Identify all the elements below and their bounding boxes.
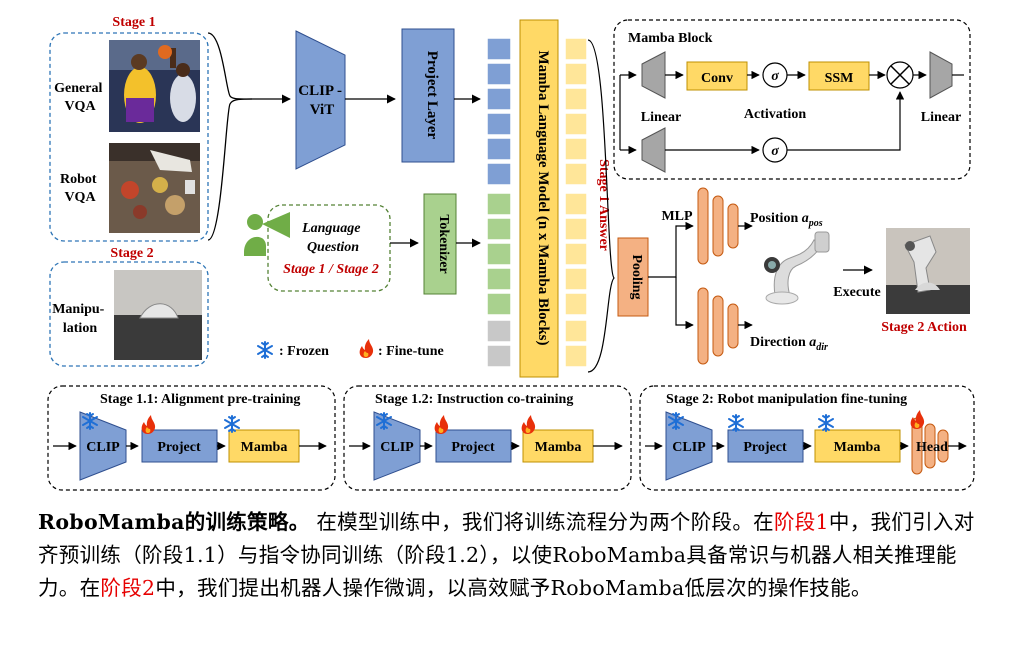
- ssm-block: [808, 61, 870, 91]
- brace-bottom: [207, 98, 253, 241]
- finetune-legend: : Fine-tune: [378, 344, 444, 359]
- svg-text:Project: Project: [743, 440, 787, 455]
- project-layer-label: Project Layer: [424, 51, 440, 140]
- stage-2-head-label: Head: [916, 440, 948, 455]
- general-vqa-label: General VQA: [54, 81, 106, 114]
- svg-text:σ: σ: [771, 144, 779, 159]
- stage-2-clip: [665, 411, 713, 481]
- stage-2-project-frozen-icon: [728, 414, 744, 432]
- svg-text:CLIP: CLIP: [380, 440, 414, 455]
- stage-1-1-clip: [79, 411, 127, 481]
- conv-block: [686, 61, 748, 91]
- svg-text:CLIP: CLIP: [86, 440, 120, 455]
- execution-image: [886, 228, 970, 314]
- project-layer: [401, 28, 455, 163]
- activation-label: Activation: [744, 107, 806, 122]
- linear-left-upper: [641, 51, 666, 99]
- stage1-label: Stage 1: [112, 15, 155, 30]
- stage-1-2-title: Stage 1.2: Instruction co-training: [375, 392, 573, 407]
- mamba-language-model: [519, 19, 559, 378]
- stage-2-mamba: [814, 429, 901, 463]
- stage-1-2-box: [343, 385, 632, 491]
- svg-text:σ: σ: [771, 69, 779, 84]
- mlp-position-head: [697, 187, 739, 265]
- clip-vit-label: CLIP - ViT: [298, 83, 346, 118]
- stage1-box: [49, 32, 209, 242]
- stage-1-2-mamba: [522, 429, 594, 463]
- stage-1-2-clip: [373, 411, 421, 481]
- mamba-block-title: Mamba Block: [628, 31, 713, 46]
- stage1-answer-label: Stage 1 Answer: [596, 159, 611, 251]
- pooling-block: [617, 237, 649, 317]
- direction-output-label: Direction adir: [750, 335, 828, 353]
- position-output-label: Position apos: [750, 211, 823, 229]
- stage-1-1-box: [47, 385, 336, 491]
- clip-vit-encoder: [295, 30, 346, 170]
- frozen-legend: : Frozen: [279, 344, 329, 359]
- output-tokens: [564, 37, 588, 368]
- stage-2-box: [639, 385, 975, 491]
- pooling-label: Pooling: [629, 254, 644, 299]
- tokenizer: [423, 193, 457, 295]
- stage2-action-label: Stage 2 Action: [881, 320, 967, 335]
- robomamba-diagram: Stage 1 General VQA Robot VQA Stage 2 Ma…: [47, 15, 975, 491]
- flame-icon: [359, 339, 374, 358]
- output-brace: [587, 39, 615, 373]
- mamba-block-box: [613, 19, 971, 180]
- language-question-label: Language Question: [301, 221, 364, 255]
- svg-text:Project: Project: [451, 440, 495, 455]
- stage-1-1-project: [141, 429, 218, 463]
- stage2-box: [49, 261, 209, 367]
- speaker-icon: [244, 212, 290, 256]
- basketball-image: [109, 40, 200, 132]
- svg-text:CLIP: CLIP: [672, 440, 706, 455]
- caption-stage2-highlight: 阶段2: [100, 576, 156, 600]
- snowflake-icon: [257, 341, 273, 359]
- stage-1-1-project-finetune-icon: [141, 415, 156, 434]
- linear-right: [929, 51, 953, 99]
- stage-1-1-title: Stage 1.1: Alignment pre-training: [100, 392, 300, 407]
- stage-1-2-project: [435, 429, 512, 463]
- figure-caption: RoboMamba的训练策略。 在模型训练中，我们将训练流程分为两个阶段。在阶段…: [38, 510, 975, 600]
- mamba-language-model-label: Mamba Language Model (n x Mamba Blocks): [535, 50, 551, 345]
- linear-left-lower: [641, 127, 666, 173]
- manipulation-label: Manipu- lation: [52, 302, 108, 336]
- manipulation-image: [114, 270, 202, 360]
- caption-stage1-highlight: 阶段1: [773, 510, 829, 534]
- stage2-label: Stage 2: [110, 246, 153, 261]
- robot-kitchen-image: [109, 143, 200, 233]
- stage-2-project: [727, 429, 804, 463]
- mlp-direction-head: [697, 287, 739, 365]
- execute-label: Execute: [833, 285, 880, 300]
- input-tokens: [486, 37, 512, 368]
- robot-vqa-label: Robot VQA: [60, 172, 100, 205]
- stage-2-mamba-frozen-icon: [818, 414, 834, 432]
- robot-arm-image: [764, 231, 830, 305]
- stage-2-head: [911, 417, 949, 475]
- linear-left-label: Linear: [641, 110, 681, 125]
- stage-1-1-mamba: [228, 429, 300, 463]
- linear-right-label: Linear: [921, 110, 961, 125]
- svg-text:Mamba: Mamba: [535, 440, 582, 455]
- stage-1-2-label: Stage 1 / Stage 2: [283, 262, 379, 277]
- stage-1-2-mamba-finetune-icon: [521, 415, 536, 434]
- stage-2-title: Stage 2: Robot manipulation fine-tuning: [666, 392, 907, 407]
- conv-label: Conv: [701, 71, 733, 86]
- stage-1-2-project-finetune-icon: [434, 415, 449, 434]
- svg-text:Mamba: Mamba: [241, 440, 288, 455]
- svg-text:Project: Project: [157, 440, 201, 455]
- ssm-label: SSM: [825, 71, 854, 86]
- brace-top: [207, 32, 253, 100]
- mlp-label: MLP: [661, 209, 693, 224]
- stage-2-head-finetune-icon: [910, 410, 925, 429]
- tokenizer-label: Tokenizer: [436, 214, 451, 273]
- caption-bold: RoboMamba的训练策略。: [38, 510, 310, 534]
- svg-text:Mamba: Mamba: [834, 440, 881, 455]
